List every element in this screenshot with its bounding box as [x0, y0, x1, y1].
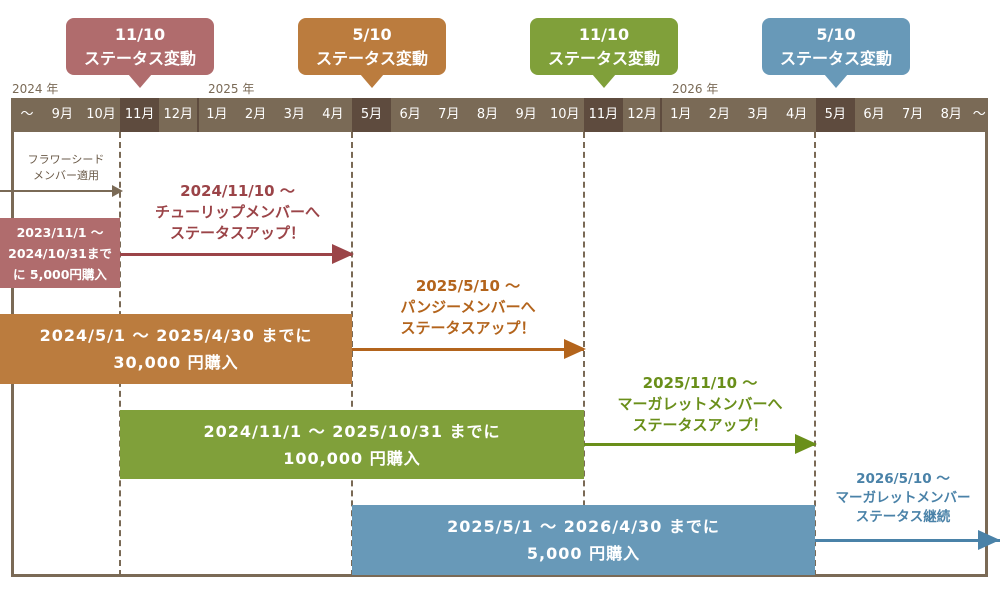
year-label-2024: 2024 年	[12, 82, 59, 96]
pointer-icon	[360, 74, 384, 88]
month-cell: 4月	[786, 107, 808, 122]
flower-seed-line1: フラワーシード	[27, 153, 105, 166]
month-cell: 9月	[515, 107, 537, 122]
month-cell: 3月	[747, 107, 769, 122]
month-cell: 5月	[816, 98, 855, 132]
note-line2: マーガレットメンバーへ	[617, 395, 783, 413]
arrow-head-icon	[564, 339, 586, 359]
note-line1: 2025/11/10 ～	[642, 374, 758, 392]
period-line1: 2024/11/1 ～ 2025/10/31 までに	[203, 421, 501, 441]
month-cell: 8月	[476, 107, 499, 122]
period-line3: に 5,000円購入	[13, 266, 107, 282]
arrow-head-icon	[332, 244, 354, 264]
note-line2: マーガレットメンバー	[835, 490, 971, 506]
purchase-period-pansy: 2024/5/1 ～ 2025/4/30 までに 30,000 円購入	[0, 314, 352, 384]
month-cell: 7月	[901, 107, 924, 122]
month-cell: 6月	[399, 107, 421, 122]
status-change-callout-2025-11: 11/10 ステータス変動	[530, 18, 678, 88]
status-up-note-tulip: 2024/11/10 ～ チューリップメンバーへステータスアップ！	[130, 181, 345, 244]
month-cell: 4月	[322, 107, 344, 122]
year-separator	[196, 98, 199, 132]
callout-date: 11/10	[114, 25, 166, 44]
divider-2025-05	[351, 132, 353, 576]
note-line3: ステータスアップ！	[169, 224, 305, 242]
note-line3: ステータスアップ！	[400, 319, 536, 337]
status-up-arrow-pansy	[352, 339, 586, 359]
arrow-head-icon	[978, 530, 1000, 550]
month-cell: 1月	[670, 107, 692, 122]
status-up-note-margaret: 2025/11/10 ～ マーガレットメンバーへステータスアップ！	[590, 373, 810, 436]
year-label-2026: 2026 年	[672, 82, 719, 96]
month-cell: 10月	[86, 107, 116, 122]
period-line2: 5,000 円購入	[526, 544, 641, 563]
period-line2: 2024/10/31まで	[8, 245, 112, 261]
month-cell: 1月	[206, 107, 228, 122]
status-up-arrow-tulip	[120, 244, 354, 264]
note-line2: パンジーメンバーへ	[400, 298, 536, 316]
status-change-callout-2026-05: 5/10 ステータス変動	[762, 18, 910, 88]
purchase-period-margaret: 2024/11/1 ～ 2025/10/31 までに 100,000 円購入	[120, 410, 584, 479]
year-separator	[660, 98, 663, 132]
callout-label: ステータス変動	[83, 49, 196, 68]
month-cell: 12月	[163, 107, 194, 122]
month-cell: 7月	[438, 107, 460, 122]
month-cell: 11月	[584, 98, 623, 132]
note-line1: 2024/11/10 ～	[180, 182, 295, 200]
arrow-head-icon	[795, 434, 817, 454]
note-line1: 2025/5/10 ～	[415, 277, 521, 295]
pointer-icon	[592, 74, 616, 88]
arrow-head-icon	[112, 185, 123, 197]
callout-label: ステータス変動	[547, 49, 660, 68]
month-cell: 9月	[51, 107, 73, 122]
month-cell: 12月	[627, 107, 657, 122]
month-cell: ～	[20, 107, 34, 122]
divider-2026-05	[814, 132, 816, 576]
callout-date: 5/10	[352, 25, 392, 44]
pointer-icon	[128, 74, 152, 88]
month-cell: 8月	[940, 107, 962, 122]
year-label-2025: 2025 年	[208, 82, 255, 96]
callout-label: ステータス変動	[315, 49, 428, 68]
status-continue-note: 2026/5/10 ～ マーガレットメンバーステータス継続	[818, 470, 988, 527]
month-cell: 10月	[549, 107, 580, 122]
flower-seed-label: フラワーシードメンバー適用	[18, 152, 114, 184]
month-cell: 11月	[120, 98, 159, 132]
purchase-period-tulip: 2023/11/1 ～ 2024/10/31までに 5,000円購入	[0, 218, 120, 288]
month-cell: ～	[972, 107, 986, 122]
callout-date: 5/10	[816, 25, 856, 44]
flower-seed-arrow	[0, 185, 123, 197]
month-cell: 2月	[244, 107, 267, 122]
status-change-callout-2025-05: 5/10 ステータス変動	[298, 18, 446, 88]
pointer-icon	[824, 74, 848, 88]
status-up-note-pansy: 2025/5/10 ～ パンジーメンバーへステータスアップ！	[360, 276, 576, 339]
note-line3: ステータスアップ！	[632, 416, 768, 434]
note-line1: 2026/5/10 ～	[856, 471, 950, 487]
period-line1: 2023/11/1 ～	[16, 224, 104, 240]
status-continue-arrow	[815, 530, 1000, 550]
month-cell: 5月	[352, 98, 391, 132]
month-cell: 6月	[863, 107, 885, 122]
status-change-callout-2024-11: 11/10 ステータス変動	[66, 18, 214, 88]
callout-date: 11/10	[578, 25, 630, 44]
month-cell: 2月	[708, 107, 730, 122]
status-up-arrow-margaret	[584, 434, 817, 454]
purchase-period-margaret-continue: 2025/5/1 ～ 2026/4/30 までに 5,000 円購入	[352, 505, 815, 575]
note-line2: チューリップメンバーへ	[154, 203, 320, 221]
period-line2: 100,000 円購入	[283, 448, 421, 468]
note-line3: ステータス継続	[855, 509, 951, 525]
period-line2: 30,000 円購入	[113, 353, 239, 372]
period-line1: 2024/5/1 ～ 2025/4/30 までに	[39, 326, 313, 345]
month-cell: 3月	[283, 107, 305, 122]
period-line1: 2025/5/1 ～ 2026/4/30 までに	[447, 517, 720, 536]
flower-seed-line2: メンバー適用	[33, 169, 99, 182]
callout-label: ステータス変動	[779, 49, 892, 68]
month-header: ～ 9月 10月 11月 12月 1月 2月 3月 4月 5月 6月 7月 8月 9月 10月 11月 12月 1…	[11, 98, 988, 132]
